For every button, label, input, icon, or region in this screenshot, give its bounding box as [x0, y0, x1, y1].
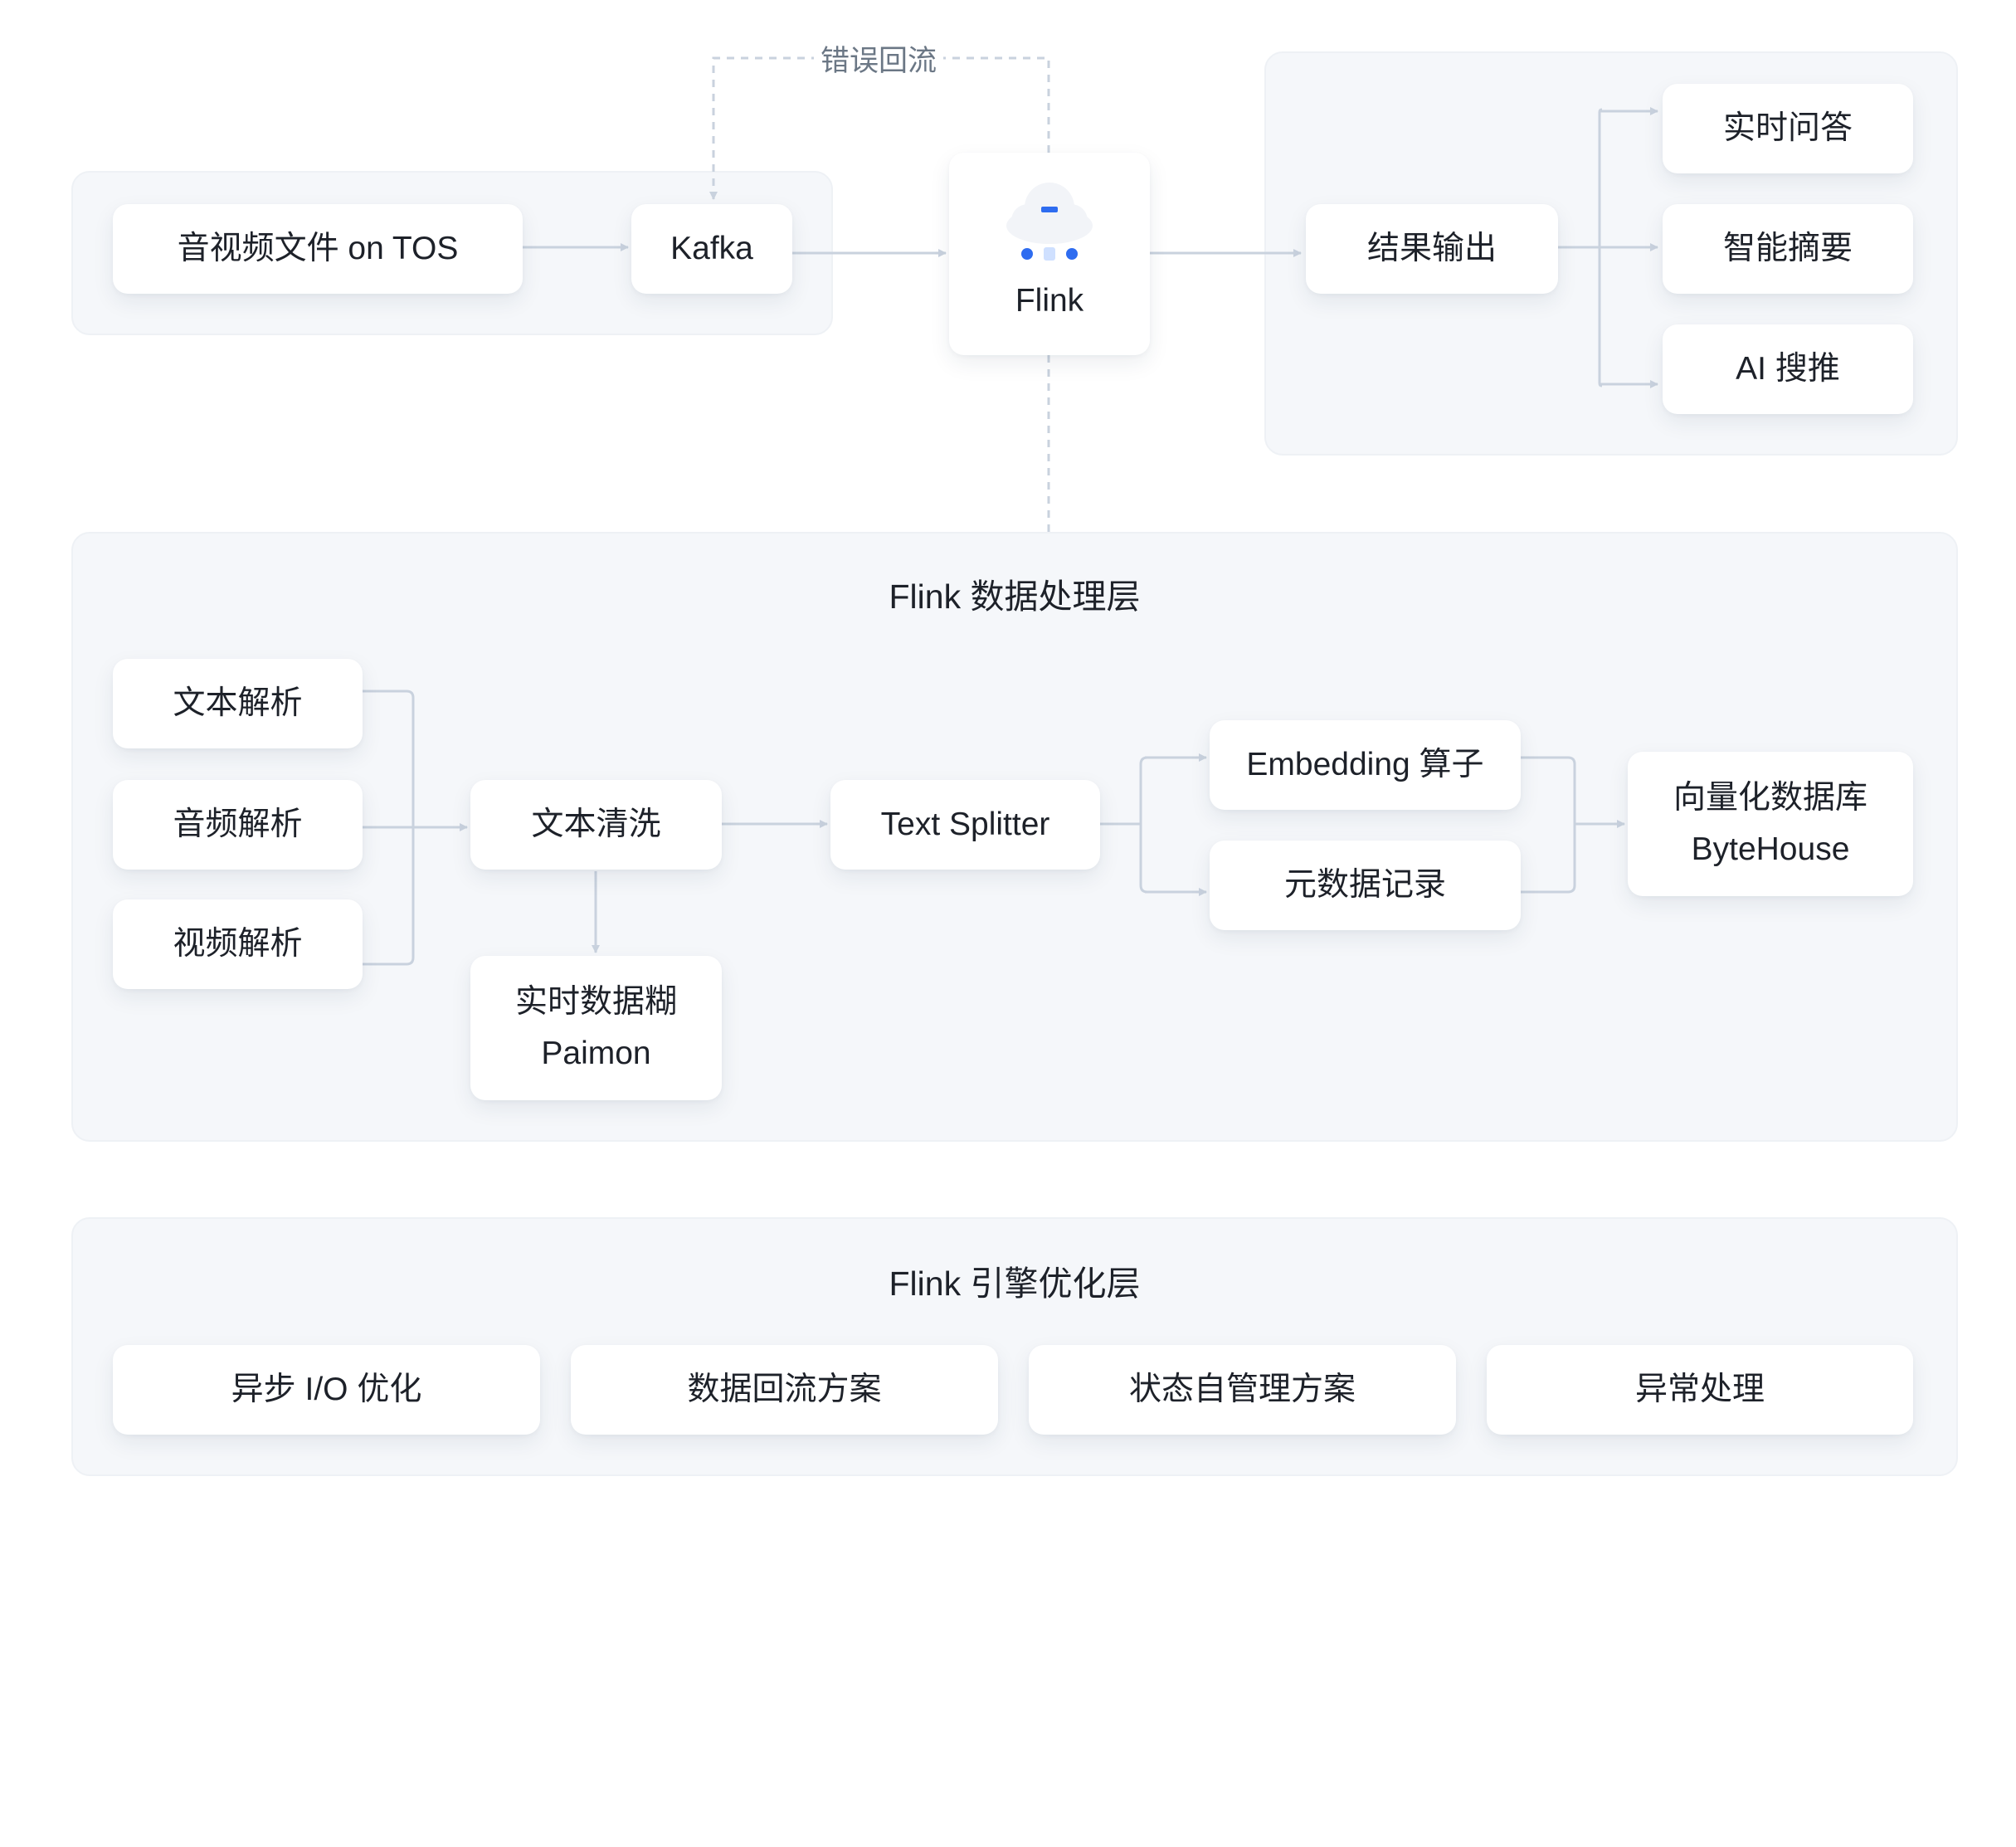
text-clean-node[interactable]: 文本清洗: [470, 780, 722, 870]
engine-data-backflow[interactable]: 数据回流方案: [571, 1345, 998, 1435]
flink-cloud-icon: [1000, 174, 1099, 266]
result-branch: [1558, 108, 1603, 387]
engine-async-io[interactable]: 异步 I/O 优化: [113, 1345, 540, 1435]
flink-label: Flink: [1015, 283, 1084, 319]
vector-db-node[interactable]: 向量化数据库 ByteHouse: [1628, 752, 1913, 896]
parser-video[interactable]: 视频解析: [113, 899, 363, 989]
parsers-merge: [363, 690, 415, 966]
text-splitter-node[interactable]: Text Splitter: [830, 780, 1100, 870]
parser-text[interactable]: 文本解析: [113, 659, 363, 748]
error-loop-label: 错误回流: [814, 37, 944, 80]
result-node[interactable]: 结果输出: [1306, 204, 1558, 294]
parser-audio[interactable]: 音频解析: [113, 780, 363, 870]
output-summary[interactable]: 智能摘要: [1663, 204, 1913, 294]
data-lake-name: Paimon: [541, 1036, 651, 1071]
source-node[interactable]: 音视频文件 on TOS: [113, 204, 523, 294]
embed-meta-merge: [1521, 756, 1576, 894]
data-lake-label: 实时数据糊: [514, 983, 677, 1020]
engine-exception-handling[interactable]: 异常处理: [1487, 1345, 1913, 1435]
vector-db-label: 向量化数据库: [1673, 779, 1867, 816]
data-lake-node[interactable]: 实时数据糊 Paimon: [470, 956, 722, 1100]
error-loop-line: [709, 56, 1050, 200]
embedding-node[interactable]: Embedding 算子: [1210, 720, 1521, 810]
metadata-node[interactable]: 元数据记录: [1210, 841, 1521, 930]
kafka-node[interactable]: Kafka: [631, 204, 792, 294]
output-qa[interactable]: 实时问答: [1663, 84, 1913, 173]
engine-title: Flink 引擎优化层: [889, 1265, 1141, 1303]
flink-node[interactable]: Flink: [949, 153, 1150, 355]
engine-state-management[interactable]: 状态自管理方案: [1029, 1345, 1456, 1435]
vector-db-name: ByteHouse: [1691, 831, 1850, 867]
splitter-branch: [1100, 756, 1148, 894]
output-search[interactable]: AI 搜推: [1663, 324, 1913, 414]
processing-title: Flink 数据处理层: [889, 577, 1141, 616]
